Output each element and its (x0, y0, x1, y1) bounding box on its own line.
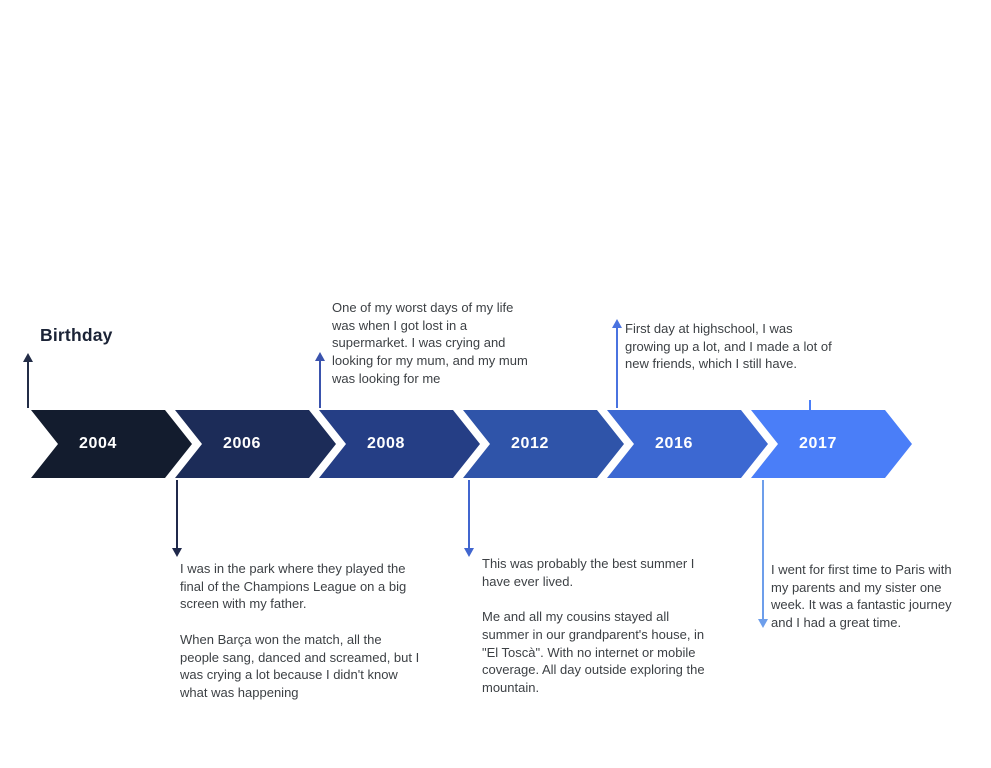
arrow-shaft (468, 480, 470, 554)
note-2017: I went for first time to Paris with my p… (771, 562, 952, 631)
year-label: 2017 (799, 435, 837, 452)
timeline-chevron-2008: 2008 (319, 410, 480, 478)
connector-arrow-2017-down (757, 478, 769, 628)
arrow-up-icon (315, 352, 325, 361)
connector-stub (809, 400, 811, 411)
timeline-chevron-2006: 2006 (175, 410, 336, 478)
timeline-chevron-2017: 2017 (751, 410, 912, 478)
year-label: 2006 (223, 435, 261, 452)
arrow-shaft (176, 480, 178, 554)
connector-arrow-2008-up (314, 352, 326, 410)
note-2008: One of my worst days of my life was when… (332, 300, 528, 386)
arrow-up-icon (612, 319, 622, 328)
birthday-up-arrow (22, 353, 34, 410)
arrow-shaft (319, 355, 321, 408)
arrow-shaft (616, 322, 618, 408)
arrow-down-icon (172, 548, 182, 557)
note-2016: First day at highschool, I was growing u… (625, 321, 832, 372)
arrow-down-icon (464, 548, 474, 557)
connector-arrow-2006-down (171, 478, 183, 557)
timeline-chevron-2016: 2016 (607, 410, 768, 478)
year-label: 2012 (511, 435, 549, 452)
timeline-chevron-2004: 2004 (31, 410, 192, 478)
year-label: 2004 (79, 435, 117, 452)
arrow-up-icon (23, 353, 33, 362)
timeline-title: Birthday (40, 325, 113, 345)
note-2012: This was probably the best summer I have… (482, 556, 705, 695)
arrow-shaft (762, 480, 764, 625)
connector-arrow-2016-up (611, 319, 623, 410)
timeline-chevron-2012: 2012 (463, 410, 624, 478)
connector-arrow-2012-down (463, 478, 475, 557)
arrow-down-icon (758, 619, 768, 628)
note-2006: I was in the park where they played the … (180, 561, 420, 700)
year-label: 2016 (655, 435, 693, 452)
year-label: 2008 (367, 435, 405, 452)
arrow-shaft (27, 356, 29, 408)
